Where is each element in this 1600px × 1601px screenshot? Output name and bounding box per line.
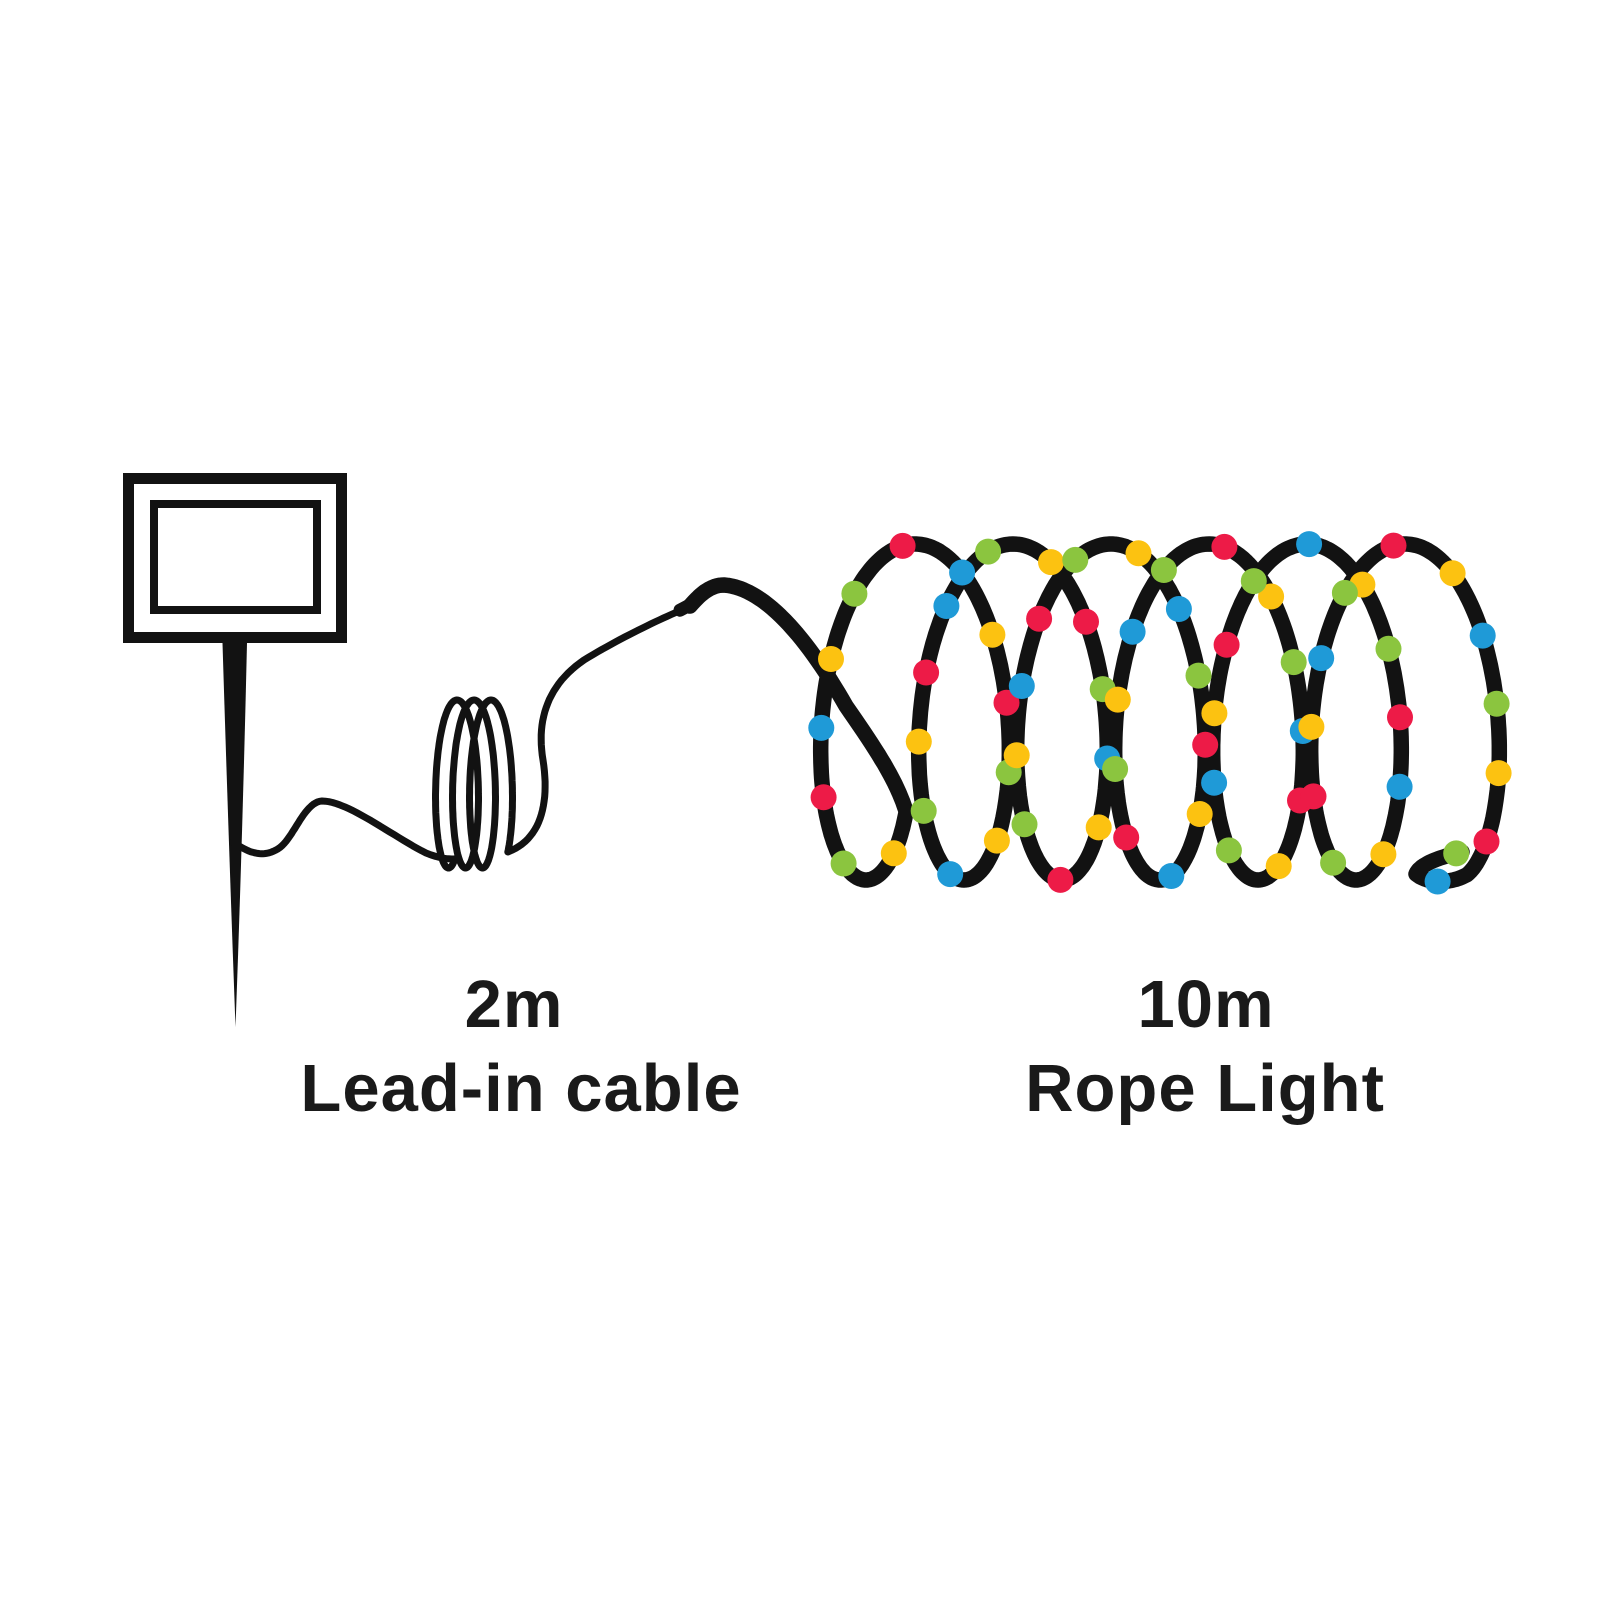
led-dot-blue xyxy=(1469,622,1496,649)
led-dot-red xyxy=(1073,608,1099,635)
led-dot-yellow xyxy=(979,621,1006,648)
led-dot-green xyxy=(1185,662,1212,689)
led-dot-red xyxy=(889,532,916,559)
led-dots xyxy=(808,531,1512,895)
cable-length-label: 2m xyxy=(465,967,564,1042)
led-dot-red xyxy=(1113,824,1140,851)
led-dot-green xyxy=(1102,756,1129,782)
led-dot-green xyxy=(1062,546,1089,573)
led-dot-yellow xyxy=(1085,814,1112,841)
ground-stake xyxy=(222,643,247,1027)
led-dot-blue xyxy=(1424,868,1451,895)
led-dot-blue xyxy=(808,714,835,741)
led-dot-red xyxy=(1213,631,1240,658)
led-dot-yellow xyxy=(905,728,932,755)
led-dot-yellow xyxy=(1485,760,1512,787)
led-dot-red xyxy=(1026,605,1053,632)
led-dot-red xyxy=(913,659,940,686)
led-dot-yellow xyxy=(1439,560,1466,587)
led-dot-green xyxy=(1150,557,1177,583)
led-dot-blue xyxy=(1201,769,1228,796)
led-dot-blue xyxy=(949,559,976,586)
led-dot-red xyxy=(993,689,1020,716)
led-dot-green xyxy=(1375,635,1402,662)
led-dot-green xyxy=(1011,811,1038,838)
led-dot-yellow xyxy=(983,827,1010,854)
led-dot-red xyxy=(1192,731,1219,758)
solar-panel-icon xyxy=(123,473,347,1027)
led-dot-yellow xyxy=(1258,583,1285,610)
led-dot-yellow xyxy=(1201,700,1228,727)
led-dot-yellow xyxy=(1265,853,1292,880)
led-dot-yellow xyxy=(880,840,907,867)
led-dot-red xyxy=(1300,783,1327,810)
led-dot-red xyxy=(1211,533,1238,560)
led-dot-yellow xyxy=(1125,540,1152,567)
led-dot-green xyxy=(975,538,1002,565)
led-dot-red xyxy=(1047,866,1074,893)
lead-in-cable xyxy=(229,604,690,872)
led-dot-blue xyxy=(1308,645,1335,672)
led-dot-yellow xyxy=(1038,549,1064,576)
led-dot-yellow xyxy=(1003,742,1030,769)
led-dot-red xyxy=(1380,532,1407,559)
led-dot-blue xyxy=(1296,531,1323,558)
led-dot-red xyxy=(810,784,837,811)
led-dot-blue xyxy=(1158,863,1185,889)
led-dot-green xyxy=(830,850,857,877)
led-dot-green xyxy=(1483,690,1510,717)
led-dot-blue xyxy=(1008,673,1035,699)
cable-name-label: Lead-in cable xyxy=(300,1051,741,1126)
led-dot-green xyxy=(1331,579,1358,606)
led-dot-yellow xyxy=(818,646,844,672)
led-dot-green xyxy=(1320,849,1347,876)
led-dot-red xyxy=(1387,704,1413,731)
led-dot-red xyxy=(1473,828,1500,855)
led-dot-green xyxy=(1443,840,1470,867)
solar-panel-inner-frame xyxy=(150,500,321,614)
led-dot-yellow xyxy=(1186,801,1213,827)
led-dot-blue xyxy=(1119,618,1146,645)
led-dot-green xyxy=(1280,649,1307,676)
led-dot-yellow xyxy=(1298,713,1325,740)
led-dot-green xyxy=(1215,837,1242,864)
led-dot-yellow xyxy=(1370,841,1397,868)
led-dot-green xyxy=(1240,568,1267,595)
led-dot-blue xyxy=(1386,773,1413,800)
led-dot-green xyxy=(841,580,868,607)
rope-length-label: 10m xyxy=(1137,967,1274,1042)
rope-name-label: Rope Light xyxy=(1025,1051,1385,1126)
led-dot-yellow xyxy=(1104,686,1131,713)
led-dot-blue xyxy=(933,593,960,619)
led-dot-green xyxy=(910,797,937,824)
led-dot-blue xyxy=(1165,596,1192,622)
led-dot-blue xyxy=(937,861,964,888)
